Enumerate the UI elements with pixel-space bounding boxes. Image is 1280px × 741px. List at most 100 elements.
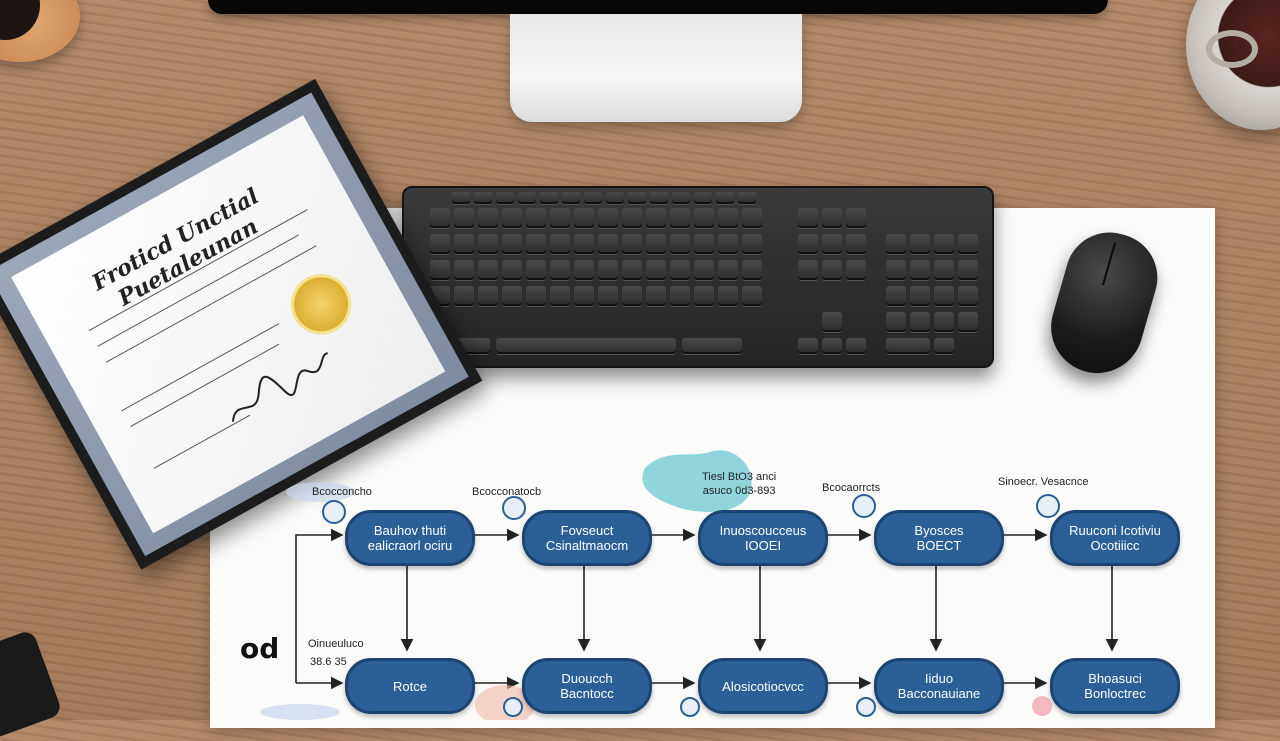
keyboard-key[interactable] <box>910 260 930 280</box>
keyboard-key[interactable] <box>822 260 842 280</box>
keyboard-key[interactable] <box>694 260 714 280</box>
keyboard-key[interactable] <box>742 208 762 228</box>
keyboard-key[interactable] <box>718 286 738 306</box>
keyboard-key[interactable] <box>598 260 618 280</box>
keyboard-key[interactable] <box>716 192 734 204</box>
keyboard-key[interactable] <box>958 260 978 280</box>
keyboard-key[interactable] <box>646 208 666 228</box>
keyboard-key[interactable] <box>822 312 842 332</box>
flow-node-bottom-3[interactable]: Alosicotiocvcc <box>698 658 828 714</box>
keyboard-key[interactable] <box>910 312 930 332</box>
keyboard-key[interactable] <box>454 260 474 280</box>
keyboard-key[interactable] <box>886 312 906 332</box>
keyboard-key[interactable] <box>846 208 866 228</box>
keyboard-key[interactable] <box>718 260 738 280</box>
flow-node-top-1[interactable]: Bauhov thuti ealicraorl ociru <box>345 510 475 566</box>
keyboard-key[interactable] <box>886 338 930 354</box>
keyboard-key[interactable] <box>958 286 978 306</box>
keyboard-key[interactable] <box>670 260 690 280</box>
keyboard-key[interactable] <box>622 286 642 306</box>
keyboard-key[interactable] <box>934 286 954 306</box>
keyboard-key[interactable] <box>526 208 546 228</box>
keyboard-key[interactable] <box>934 312 954 332</box>
keyboard-key[interactable] <box>934 338 954 354</box>
keyboard-key[interactable] <box>502 286 522 306</box>
keyboard-key[interactable] <box>910 286 930 306</box>
keyboard-key[interactable] <box>934 260 954 280</box>
keyboard-key[interactable] <box>886 260 906 280</box>
flow-node-top-3[interactable]: Inuoscoucceus IOOEI <box>698 510 828 566</box>
keyboard-key[interactable] <box>574 260 594 280</box>
keyboard-key[interactable] <box>822 234 842 254</box>
keyboard-key[interactable] <box>934 234 954 254</box>
flow-node-bottom-2[interactable]: Duoucch Bacntocc <box>522 658 652 714</box>
flow-node-bottom-5[interactable]: Bhoasuci Bonloctrec <box>1050 658 1180 714</box>
keyboard-key[interactable] <box>822 208 842 228</box>
keyboard-key[interactable] <box>694 234 714 254</box>
keyboard-key[interactable] <box>526 260 546 280</box>
keyboard-key[interactable] <box>502 208 522 228</box>
keyboard-key[interactable] <box>742 260 762 280</box>
keyboard-key[interactable] <box>694 192 712 204</box>
keyboard-key[interactable] <box>694 286 714 306</box>
keyboard-key[interactable] <box>574 234 594 254</box>
keyboard-key[interactable] <box>628 192 646 204</box>
keyboard-key[interactable] <box>598 286 618 306</box>
flow-node-top-5[interactable]: Ruuconi Icotiviu Ocotiiicc <box>1050 510 1180 566</box>
keyboard-key[interactable] <box>622 260 642 280</box>
keyboard-key[interactable] <box>502 234 522 254</box>
keyboard-key[interactable] <box>502 260 522 280</box>
keyboard-key[interactable] <box>738 192 756 204</box>
flow-node-top-4[interactable]: Byosces BOECT <box>874 510 1004 566</box>
keyboard-key[interactable] <box>718 234 738 254</box>
keyboard-key[interactable] <box>742 234 762 254</box>
keyboard-key[interactable] <box>454 208 474 228</box>
keyboard-key[interactable] <box>694 208 714 228</box>
keyboard-key[interactable] <box>478 286 498 306</box>
keyboard-key[interactable] <box>958 234 978 254</box>
keyboard-key[interactable] <box>670 234 690 254</box>
keyboard-key[interactable] <box>822 338 842 354</box>
keyboard-key[interactable] <box>430 260 450 280</box>
keyboard-key[interactable] <box>550 260 570 280</box>
keyboard-key[interactable] <box>478 260 498 280</box>
keyboard-key[interactable] <box>452 192 470 204</box>
keyboard-key[interactable] <box>846 234 866 254</box>
keyboard-key[interactable] <box>886 286 906 306</box>
keyboard-key[interactable] <box>430 234 450 254</box>
keyboard-key[interactable] <box>798 260 818 280</box>
keyboard-key[interactable] <box>454 286 474 306</box>
keyboard-key[interactable] <box>910 234 930 254</box>
keyboard-key[interactable] <box>496 338 676 354</box>
keyboard-key[interactable] <box>622 234 642 254</box>
keyboard-key[interactable] <box>574 286 594 306</box>
keyboard-key[interactable] <box>650 192 668 204</box>
keyboard-key[interactable] <box>846 338 866 354</box>
flow-node-bottom-1[interactable]: Rotce <box>345 658 475 714</box>
keyboard-key[interactable] <box>606 192 624 204</box>
keyboard-key[interactable] <box>496 192 514 204</box>
keyboard-key[interactable] <box>478 234 498 254</box>
flow-node-bottom-4[interactable]: Iiduo Bacconauiane <box>874 658 1004 714</box>
keyboard-key[interactable] <box>886 234 906 254</box>
keyboard-key[interactable] <box>474 192 492 204</box>
keyboard-key[interactable] <box>430 208 450 228</box>
keyboard-key[interactable] <box>550 234 570 254</box>
keyboard-key[interactable] <box>550 208 570 228</box>
keyboard-key[interactable] <box>622 208 642 228</box>
keyboard-key[interactable] <box>670 208 690 228</box>
keyboard-key[interactable] <box>798 338 818 354</box>
keyboard-key[interactable] <box>646 286 666 306</box>
keyboard[interactable] <box>402 186 994 368</box>
keyboard-key[interactable] <box>958 312 978 332</box>
keyboard-key[interactable] <box>846 260 866 280</box>
keyboard-key[interactable] <box>454 234 474 254</box>
keyboard-key[interactable] <box>672 192 690 204</box>
keyboard-key[interactable] <box>574 208 594 228</box>
keyboard-key[interactable] <box>798 234 818 254</box>
keyboard-key[interactable] <box>598 208 618 228</box>
keyboard-key[interactable] <box>598 234 618 254</box>
keyboard-key[interactable] <box>742 286 762 306</box>
keyboard-key[interactable] <box>670 286 690 306</box>
keyboard-key[interactable] <box>584 192 602 204</box>
